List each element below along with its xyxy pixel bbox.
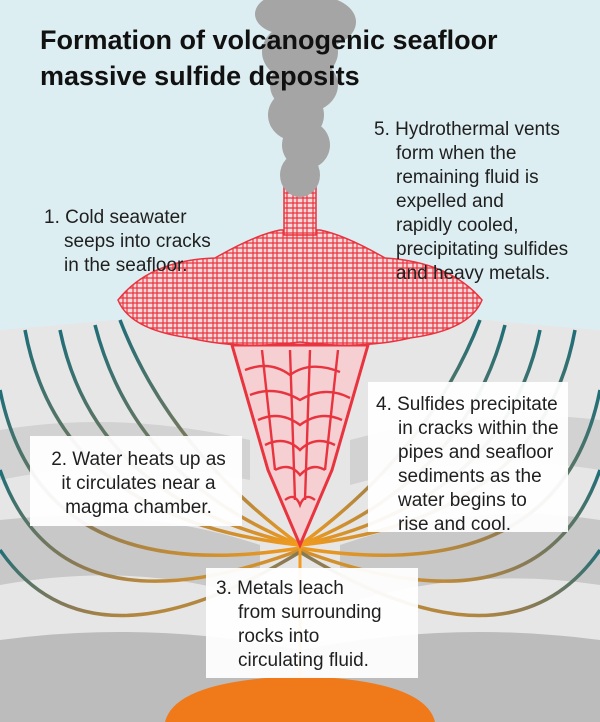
title-line: massive sulfide deposits bbox=[40, 61, 360, 91]
step-5-line: form when the bbox=[396, 143, 517, 164]
step-4-label: 4. Sulfides precipitate in cracks within… bbox=[376, 393, 566, 537]
step-4-line: 4. Sulfides precipitate bbox=[376, 394, 558, 415]
step-5-line: expelled and bbox=[396, 191, 504, 212]
title-line: Formation of volcanogenic seafloor bbox=[40, 25, 498, 55]
step-4-line: rise and cool. bbox=[398, 514, 512, 535]
step-5-line: and heavy metals. bbox=[396, 263, 551, 284]
step-5-line: rapidly cooled, bbox=[396, 215, 519, 236]
step-2-line: 2. Water heats up as bbox=[51, 449, 226, 470]
diagram-title: Formation of volcanogenic seafloor massi… bbox=[40, 22, 560, 94]
step-3-line: from surrounding bbox=[238, 602, 382, 623]
sulfide-mound bbox=[117, 229, 483, 346]
step-3-line: circulating fluid. bbox=[238, 650, 369, 671]
step-4-background bbox=[368, 382, 568, 532]
step-3-line: rocks into bbox=[238, 626, 320, 647]
step-2-label: 2. Water heats up as it circulates near … bbox=[36, 448, 241, 520]
step-5-line: 5. Hydrothermal vents bbox=[374, 119, 560, 140]
smoke-plume bbox=[255, 0, 356, 197]
step-4-line: sediments as the bbox=[398, 466, 542, 487]
step-3-label: 3. Metals leach from surrounding rocks i… bbox=[216, 577, 416, 673]
step-3-line: 3. Metals leach bbox=[216, 578, 344, 599]
step-5-line: precipitating sulfides bbox=[396, 239, 569, 260]
stockwork-cracks bbox=[244, 349, 351, 509]
magma-chamber bbox=[165, 676, 435, 722]
step-1-line: 1. Cold seawater bbox=[44, 207, 187, 228]
step-4-line: pipes and seafloor bbox=[398, 442, 554, 463]
step-1-line: in the seafloor. bbox=[64, 255, 188, 276]
step-5-label: 5. Hydrothermal vents form when the rema… bbox=[374, 118, 589, 286]
step-5-line: remaining fluid is bbox=[396, 167, 539, 188]
step-1-label: 1. Cold seawater seeps into cracks in th… bbox=[44, 206, 264, 278]
step-2-line: magma chamber. bbox=[65, 497, 212, 518]
step-2-background bbox=[30, 436, 242, 526]
step-1-line: seeps into cracks bbox=[64, 231, 211, 252]
step-4-line: water begins to bbox=[398, 490, 527, 511]
step-3-background bbox=[206, 568, 418, 678]
step-2-line: it circulates near a bbox=[61, 473, 216, 494]
step-4-line: in cracks within the bbox=[398, 418, 559, 439]
